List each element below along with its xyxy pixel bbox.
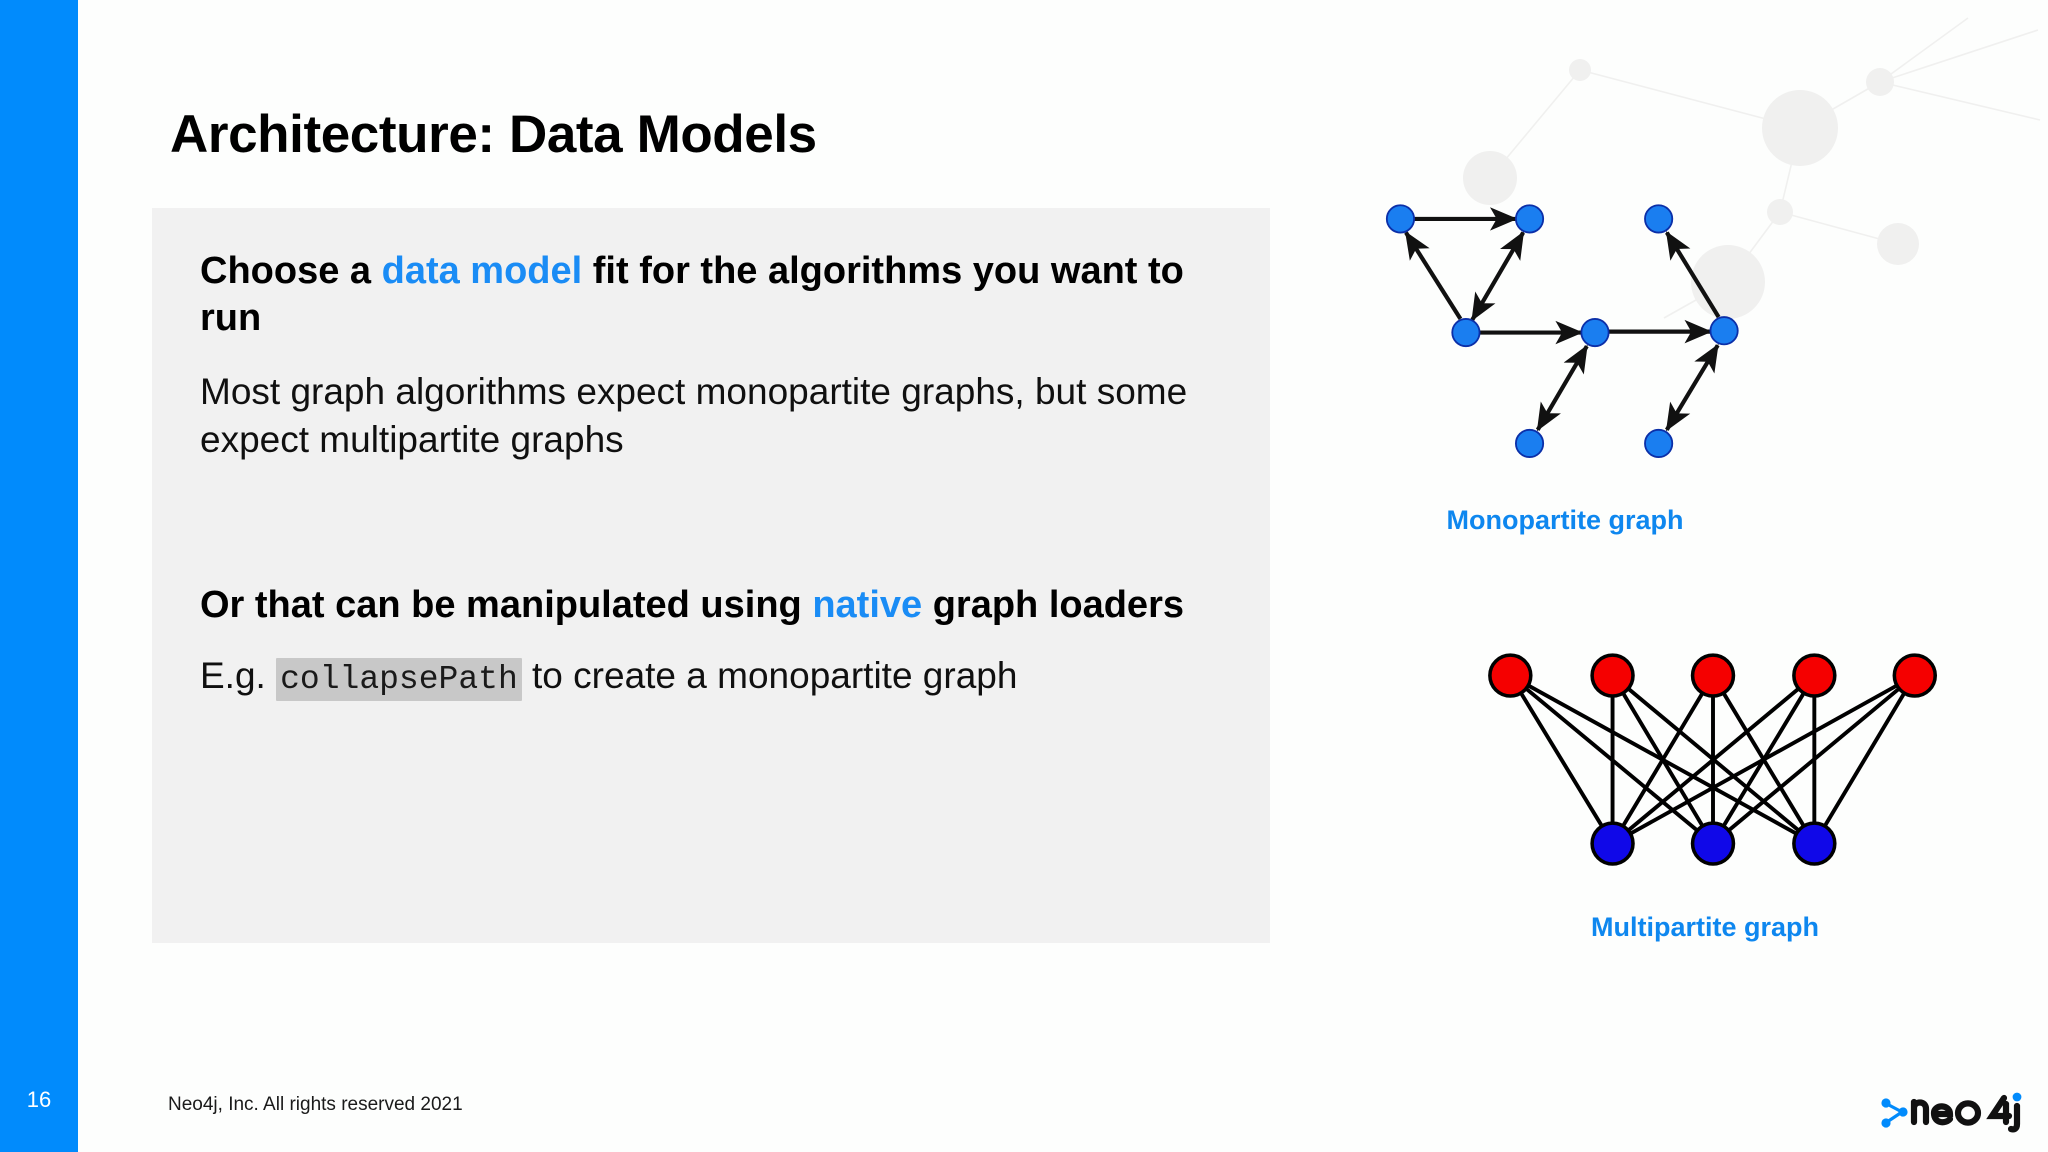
copyright-notice: Neo4j, Inc. All rights reserved 2021 <box>168 1094 463 1115</box>
mono-edge-c-b <box>1470 231 1525 322</box>
lead-2-after: graph loaders <box>922 584 1184 627</box>
multipartite-edges <box>1508 673 1917 846</box>
body-paragraph-1: Most graph algorithms expect monopartite… <box>200 371 1188 461</box>
mono-node-d <box>1580 317 1610 348</box>
mono-edge-c-a <box>1404 231 1463 321</box>
mono-node-b <box>1515 204 1545 234</box>
lead-2-before: Or that can be manipulated using <box>200 584 813 627</box>
page-title: Architecture: Data Models <box>170 104 817 164</box>
page-number: 16 <box>26 1087 52 1112</box>
multi-edge <box>1711 674 1917 846</box>
mono-node-c <box>1451 317 1481 348</box>
neo4j-logo-dot <box>2012 1092 2022 1102</box>
neo4j-logo-wordmark <box>1910 1094 2021 1133</box>
multipartite-graph-label: Multipartite graph <box>1591 912 1819 942</box>
multi-node-r1 <box>1488 653 1533 698</box>
multi-node-r4 <box>1792 653 1837 698</box>
paragraph-2-after: to create a monopartite graph <box>521 654 1018 696</box>
multi-edge <box>1611 673 1916 846</box>
mono-node-f <box>1644 204 1674 234</box>
monopartite-graph-figure <box>1385 204 1739 458</box>
mono-node-a <box>1385 204 1415 234</box>
inline-code-collapsepath: collapsePath <box>276 657 522 701</box>
multipartite-top-nodes <box>1488 653 1937 698</box>
lead-statement-2: Or that can be manipulated using native … <box>200 582 1222 629</box>
content-panel: Choose a data model fit for the algorith… <box>152 208 1270 943</box>
multipartite-graph-figure <box>1488 653 1937 866</box>
mono-edge-h-g <box>1665 343 1720 432</box>
mono-node-h <box>1644 428 1674 458</box>
paragraph-2-before: E.g. <box>200 654 277 696</box>
multi-edge <box>1812 674 1917 845</box>
monopartite-graph-label: Monopartite graph <box>1446 505 1684 535</box>
mono-node-e <box>1515 428 1545 458</box>
lead-2-highlight: native <box>812 584 923 627</box>
multi-node-b3 <box>1792 821 1837 866</box>
mono-edge-e-d <box>1535 344 1589 432</box>
lead-1-highlight: data model <box>381 250 583 292</box>
neo4j-logo-mark <box>1881 1098 1908 1128</box>
multi-node-b2 <box>1690 821 1736 866</box>
lead-1-before: Choose a <box>200 250 382 292</box>
mono-edge-g-f <box>1665 231 1721 319</box>
multi-node-r5 <box>1892 653 1937 698</box>
multi-node-r3 <box>1690 653 1736 698</box>
multi-node-r2 <box>1590 653 1635 698</box>
mono-node-g <box>1709 316 1739 346</box>
lead-statement-1: Choose a data model fit for the algorith… <box>200 248 1222 342</box>
left-accent-bar <box>0 0 78 1152</box>
multipartite-bottom-nodes <box>1590 821 1837 866</box>
body-paragraph-2: E.g. collapsePath to create a monopartit… <box>200 652 1222 702</box>
multi-edge <box>1610 674 1715 845</box>
multi-node-b1 <box>1590 821 1635 866</box>
multi-edge <box>1508 674 1615 845</box>
multi-edge <box>1611 674 1816 846</box>
lead-1-after: fit for the algorithms you want to run <box>200 250 1184 340</box>
neo4j-logo <box>1881 1092 2022 1133</box>
section-spacer <box>200 464 1222 582</box>
